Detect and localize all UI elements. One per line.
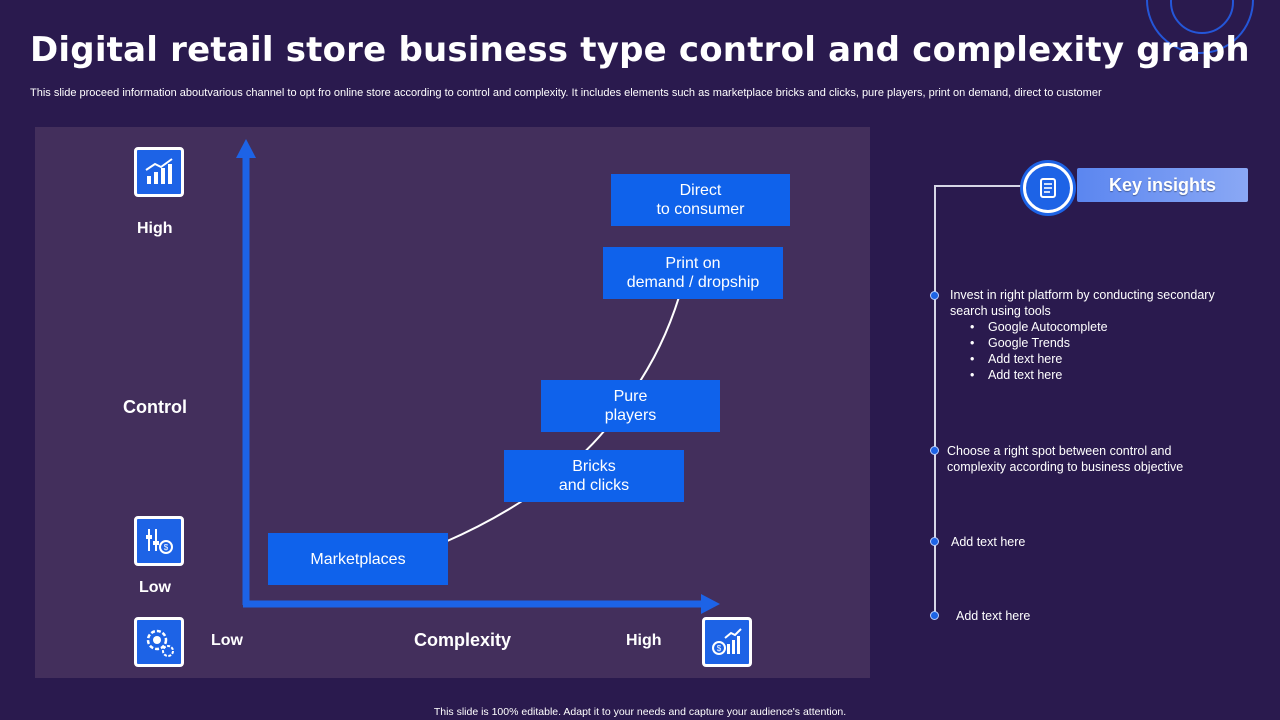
timeline-dot: [930, 291, 939, 300]
page-title: Digital retail store business type contr…: [30, 30, 1250, 70]
insight-bullet: Add text here: [970, 367, 1235, 383]
page-subtitle: This slide proceed information aboutvari…: [30, 87, 1102, 99]
insight-item-3: Add text here: [951, 535, 1026, 549]
timeline-dot: [930, 446, 939, 455]
svg-text:$: $: [717, 644, 722, 653]
low-complexity-icon: [134, 617, 184, 667]
svg-text:$: $: [164, 543, 169, 552]
insight-bullet-list: Google Autocomplete Google Trends Add te…: [950, 319, 1235, 383]
stage-marketplaces: Marketplaces: [268, 533, 448, 585]
insight-bullet: Google Trends: [970, 335, 1235, 351]
timeline-dot: [930, 537, 939, 546]
low-control-icon: $: [134, 516, 184, 566]
key-insights-heading: Key insights: [1077, 168, 1248, 202]
insight-item-1: Invest in right platform by conducting s…: [950, 287, 1235, 383]
timeline-connector: [934, 185, 1030, 187]
x-axis-low-label: Low: [211, 632, 243, 649]
y-axis-high-label: High: [137, 220, 173, 237]
x-axis-arrowhead: [701, 594, 720, 614]
insight-item-text: Invest in right platform by conducting s…: [950, 288, 1215, 318]
document-icon: [1023, 163, 1073, 213]
stage-print-on-demand: Print on demand / dropship: [603, 247, 783, 299]
insight-bullet: Add text here: [970, 351, 1235, 367]
stage-direct-to-consumer: Direct to consumer: [611, 174, 790, 226]
insight-item-4: Add text here: [956, 609, 1031, 623]
y-axis-title: Control: [123, 397, 187, 417]
stage-pure-players: Pure players: [541, 380, 720, 432]
high-control-icon: [134, 147, 184, 197]
insight-bullet: Google Autocomplete: [970, 319, 1235, 335]
stage-bricks-and-clicks: Bricks and clicks: [504, 450, 684, 502]
footer-note: This slide is 100% editable. Adapt it to…: [433, 706, 847, 718]
timeline-dot: [930, 611, 939, 620]
y-axis-arrowhead: [236, 139, 256, 158]
x-axis-high-label: High: [626, 632, 662, 649]
y-axis-low-label: Low: [139, 579, 171, 596]
insight-item-2: Choose a right spot between control and …: [947, 444, 1184, 474]
high-complexity-icon: $: [702, 617, 752, 667]
x-axis-title: Complexity: [414, 630, 512, 650]
timeline-line: [934, 186, 936, 616]
